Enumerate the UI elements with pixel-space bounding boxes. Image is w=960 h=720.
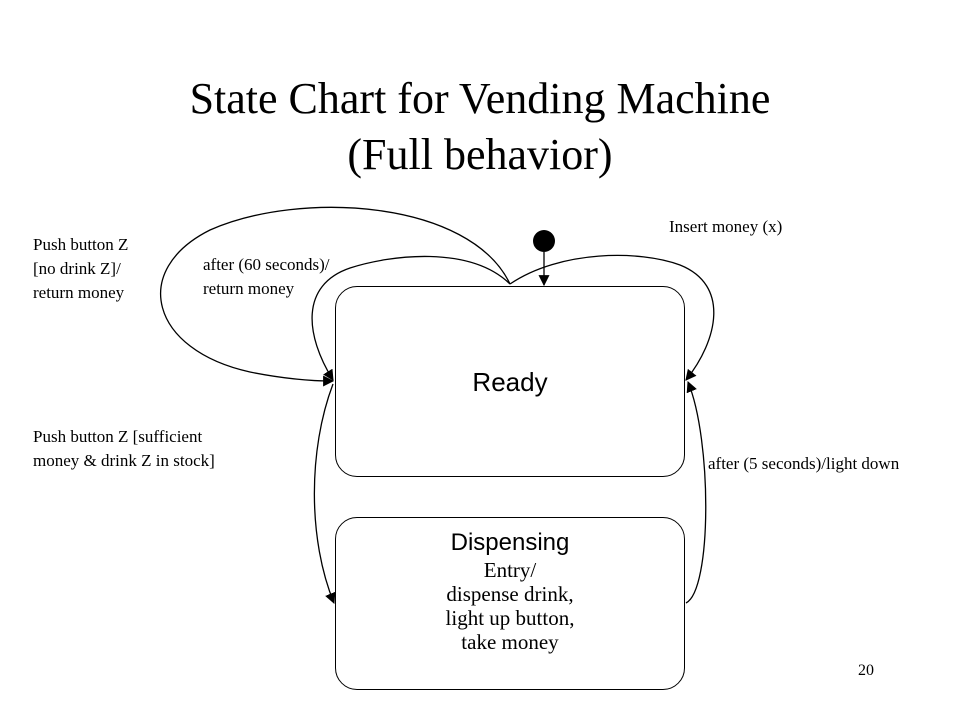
insert-money-transition-label: Insert money (x) [669, 217, 783, 236]
label-line: [no drink Z]/ [33, 259, 121, 278]
label-line: money & drink Z in stock] [33, 451, 215, 470]
dispensing-to-ready-arrow [685, 380, 707, 604]
state-dispensing-name: Dispensing [450, 529, 570, 556]
state-ready-name: Ready [472, 367, 548, 397]
state-dispensing-entry-line: take money [461, 630, 559, 654]
label-line: return money [33, 283, 125, 302]
state-dispensing-entry-line: dispense drink, [446, 582, 574, 606]
slide-title-line-1: State Chart for Vending Machine [189, 74, 771, 123]
state-dispensing: Dispensing Entry/ dispense drink, light … [335, 517, 685, 690]
state-dispensing-entry-line: Entry/ [483, 558, 537, 582]
no-drink-transition-label: Push button Z [no drink Z]/ return money [33, 233, 128, 305]
label-line: Push button Z [33, 235, 129, 254]
slide-title-line-2: (Full behavior) [347, 130, 613, 179]
ready-to-dispensing-arrow [313, 383, 336, 605]
state-ready: Ready [335, 286, 685, 477]
label-line: after (60 seconds)/ [203, 255, 330, 274]
insert-money-self-loop-arrow [509, 254, 715, 381]
label-line: return money [203, 279, 295, 298]
no-drink-self-loop-arrow [159, 206, 511, 387]
timeout-60-transition-label: after (60 seconds)/ return money [203, 253, 330, 301]
dispense-transition-label: Push button Z [sufficient money & drink … [33, 425, 215, 473]
state-dispensing-entry-line: light up button, [445, 606, 575, 630]
initial-state-dot [533, 230, 555, 252]
timeout-5-transition-label: after (5 seconds)/light down [708, 454, 900, 473]
page-number: 20 [858, 662, 874, 679]
label-line: Push button Z [sufficient [33, 427, 203, 446]
timeout-60-self-loop-arrow [311, 255, 511, 381]
